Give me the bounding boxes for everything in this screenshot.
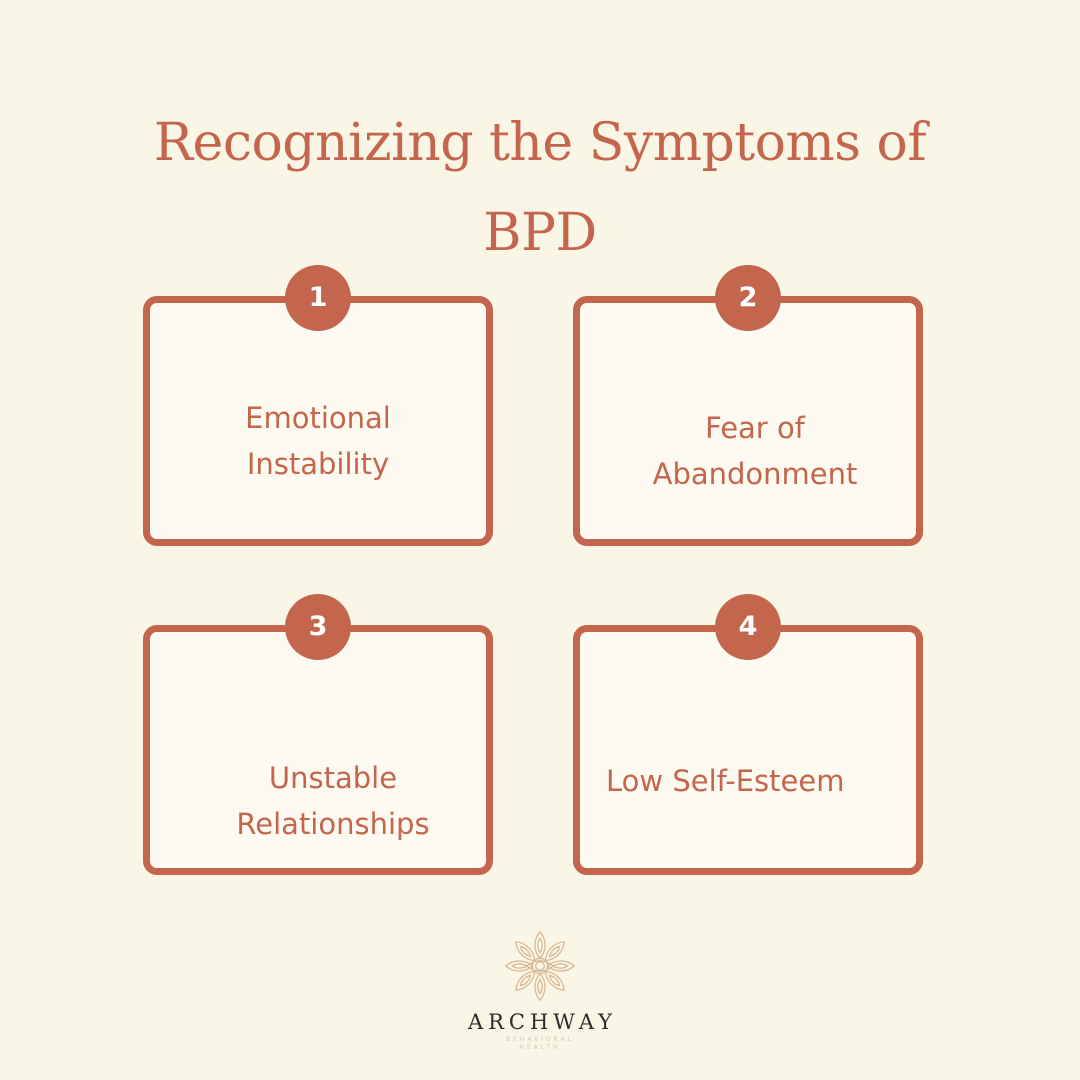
symptom-label: Fear of Abandonment: [580, 405, 930, 497]
symptom-label-line: Fear of: [705, 411, 805, 445]
symptom-label: Unstable Relationships: [150, 755, 516, 847]
brand-name: ARCHWAY: [467, 1010, 618, 1034]
symptom-label-line: Unstable: [268, 761, 398, 795]
symptom-card-4: 4 Low Self-Esteem: [573, 594, 923, 875]
symptom-label-line: Relationships: [236, 807, 430, 841]
symptom-card-2: 2 Fear of Abandonment: [573, 265, 923, 546]
symptom-label: Low Self-Esteem: [606, 758, 844, 804]
symptom-label-line: Low Self-Esteem: [606, 764, 845, 798]
page-title: Recognizing the Symptoms of BPD: [153, 113, 927, 263]
symptom-card-1: 1 Emotional Instability: [143, 265, 493, 546]
brand-subtitle: BEHAVIORAL HEALTH: [440, 1036, 640, 1052]
symptom-card-3: 3 Unstable Relationships: [143, 594, 493, 875]
symptom-label-line: Instability: [246, 447, 390, 481]
archway-logo: ARCHWAY BEHAVIORAL HEALTH: [440, 928, 640, 1052]
symptom-label-line: Emotional: [245, 401, 391, 435]
brand-subtitle-line: BEHAVIORAL: [505, 1036, 575, 1043]
card-number-badge: 4: [715, 594, 781, 660]
brand-subtitle-line: HEALTH: [519, 1044, 561, 1051]
symptom-label-line: Abandonment: [652, 457, 858, 491]
card-number-badge: 3: [285, 594, 351, 660]
mandala-icon: [505, 930, 575, 1001]
card-number-badge: 2: [715, 265, 781, 331]
card-number-badge: 1: [285, 265, 351, 331]
symptom-label: Emotional Instability: [150, 395, 486, 487]
